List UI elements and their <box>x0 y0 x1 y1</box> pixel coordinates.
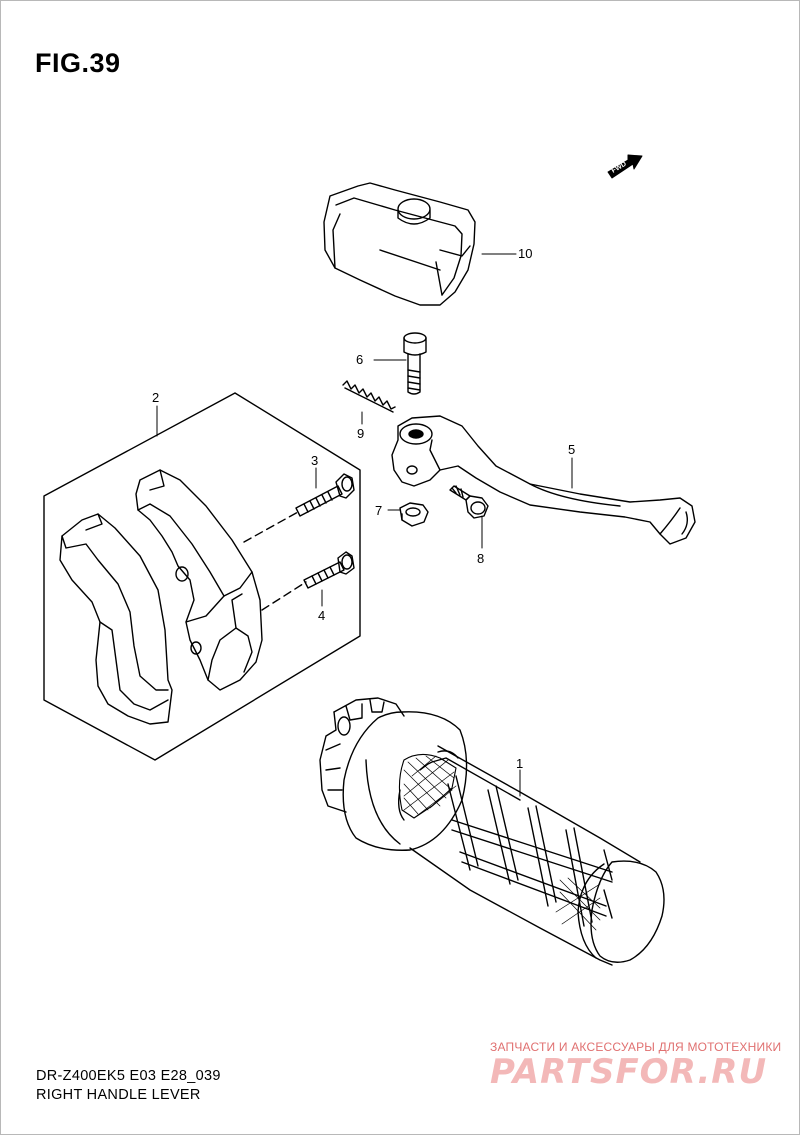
callout-8: 8 <box>477 551 484 566</box>
nut-part-7 <box>399 502 429 527</box>
callout-5: 5 <box>568 442 575 457</box>
watermark-tagline: ЗАПЧАСТИ И АКСЕССУАРЫ ДЛЯ МОТОТЕХНИКИ <box>490 1040 782 1054</box>
callout-1: 1 <box>516 756 523 771</box>
bolt-part-6 <box>403 332 427 395</box>
fwd-arrow-icon: FWD <box>607 154 643 179</box>
screw-part-4 <box>303 551 355 589</box>
figure-title: FIG.39 <box>35 48 121 78</box>
holder-set-box-part-2 <box>43 392 361 761</box>
grip-part-1 <box>319 697 665 966</box>
callout-4: 4 <box>318 608 325 623</box>
cover-part-10 <box>323 182 476 306</box>
model-code: DR-Z400EK5 E03 E28_039 <box>36 1068 221 1084</box>
lever-part-5 <box>391 415 696 545</box>
callout-7: 7 <box>375 503 382 518</box>
callout-labels: 10 6 9 2 3 4 5 7 8 1 <box>152 246 575 771</box>
screw-part-3 <box>295 473 355 517</box>
callout-9: 9 <box>357 426 364 441</box>
screw-part-8 <box>449 485 489 519</box>
callout-3: 3 <box>311 453 318 468</box>
callout-2: 2 <box>152 390 159 405</box>
callout-10: 10 <box>518 246 532 261</box>
callout-6: 6 <box>356 352 363 367</box>
spring-part-9 <box>342 380 396 413</box>
figure-caption: RIGHT HANDLE LEVER <box>36 1087 201 1103</box>
leader-lines <box>156 253 573 797</box>
watermark-brand: PARTSFOR.RU <box>490 1052 768 1092</box>
